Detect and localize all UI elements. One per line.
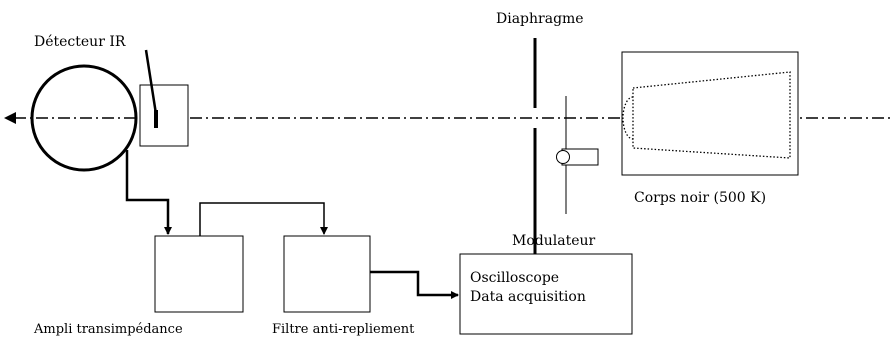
wire-filter-to-oscilloscope bbox=[370, 270, 459, 299]
acquisition-label: Data acquisition bbox=[470, 289, 586, 305]
modulator-wheel bbox=[556, 150, 570, 164]
detector-window bbox=[139, 84, 189, 147]
blackbody bbox=[621, 51, 799, 176]
filter-label: Filtre anti-repliement bbox=[272, 322, 415, 337]
amplifier-box bbox=[154, 235, 244, 313]
wire-amplifier-to-filter bbox=[199, 202, 328, 236]
amplifier-label: Ampli transimpédance bbox=[33, 322, 183, 337]
detector-sphere bbox=[30, 64, 138, 172]
modulator-label: Modulateur bbox=[512, 233, 595, 249]
oscilloscope-label: Oscilloscope bbox=[470, 270, 559, 286]
ir-detector bbox=[30, 49, 189, 172]
axis-arrowhead bbox=[4, 112, 16, 124]
oscilloscope-box bbox=[459, 253, 633, 335]
blackbody-label: Corps noir (500 K) bbox=[634, 190, 766, 206]
blackbody-aperture bbox=[622, 96, 634, 140]
modulator bbox=[556, 96, 599, 214]
detector-label: Détecteur IR bbox=[34, 34, 126, 50]
blackbody-cavity bbox=[632, 71, 791, 159]
filter-box bbox=[283, 235, 371, 313]
detector-pointer bbox=[144, 49, 158, 115]
wire-detector-to-amplifier bbox=[125, 150, 172, 235]
diaphragm-label: Diaphragme bbox=[496, 11, 584, 27]
